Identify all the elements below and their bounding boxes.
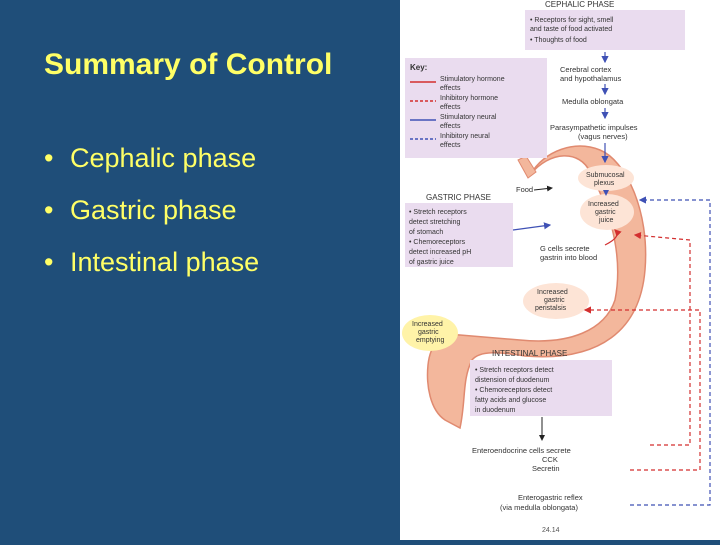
food-label: Food — [516, 185, 533, 194]
submucosal-label: plexus — [594, 180, 615, 187]
phase-item-text: • Chemoreceptors — [409, 239, 466, 246]
emptying-label: emptying — [416, 337, 445, 344]
phase-item-text: • Chemoreceptors detect — [475, 387, 552, 394]
key-panel — [405, 58, 547, 158]
cephalic-line: and taste of food activated — [530, 26, 612, 33]
peristalsis-bubble — [523, 283, 589, 319]
cortex-label: Cerebral cortex — [560, 65, 612, 74]
enteroendocrine-label: Secretin — [532, 464, 560, 473]
arrow-food — [533, 185, 553, 192]
bullet-item: • Cephalic phase — [44, 132, 259, 184]
peristalsis-label: Increased — [537, 289, 568, 296]
key-item: Inhibitory hormone effects — [410, 95, 498, 111]
key-item: Inhibitory neural effects — [410, 133, 490, 149]
slide-left-panel: Summary of Control • Cephalic phase • Gast… — [44, 48, 333, 288]
bullet-list: • Cephalic phase • Gastric phase • Intestin… — [44, 132, 259, 288]
key-item: Stimulatory hormone effects — [410, 76, 505, 92]
key-label: Inhibitory neural — [440, 133, 490, 140]
key-label: effects — [440, 85, 461, 92]
arrow-gastrin-juice — [604, 229, 622, 246]
bullet-text: Gastric phase — [70, 195, 237, 225]
gastric-header: GASTRIC PHASE — [426, 193, 491, 202]
cephalic-line: • Receptors for sight, smell — [530, 17, 614, 24]
key-label: effects — [440, 123, 461, 130]
key-title: Key: — [410, 63, 427, 72]
phase-item-text: of gastric juice — [409, 259, 454, 266]
emptying-label: Increased — [412, 321, 443, 328]
key-label: Stimulatory neural — [440, 114, 497, 121]
gastric-list: • Stretch receptors detect stretching of… — [409, 209, 471, 266]
reflex-label: Enterogastric reflex — [518, 493, 583, 502]
figure-number: 24.14 — [542, 527, 560, 534]
bullet-item: • Intestinal phase — [44, 236, 259, 288]
key-label: Inhibitory hormone — [440, 95, 498, 102]
key-item: Stimulatory neural effects — [410, 114, 497, 130]
key-label: Stimulatory hormone — [440, 76, 505, 83]
cephalic-box — [525, 10, 685, 50]
secretion-label: gastrin into blood — [540, 253, 597, 262]
submucosal-label: Submucosal — [586, 172, 625, 179]
figure-svg: CEPHALIC PHASE • Receptors for sight, sm… — [402, 0, 711, 534]
enteroendocrine-label: Enteroendocrine cells secrete — [472, 446, 571, 455]
phase-item-text: fatty acids and glucose — [475, 397, 546, 404]
secretion-label: G cells secrete — [540, 244, 590, 253]
peristalsis-label: gastric — [544, 297, 565, 304]
gastric-box — [405, 203, 513, 267]
increased-juice-label: juice — [598, 217, 614, 224]
esophagus-shape — [517, 155, 537, 179]
increased-juice-bubble — [580, 194, 634, 230]
phase-item-text: distension of duodenum — [475, 377, 549, 384]
neural-feedback-line — [630, 196, 711, 506]
increased-juice-label: Increased — [588, 201, 619, 208]
peristalsis-label: peristalsis — [535, 305, 567, 312]
intestinal-box — [470, 360, 612, 416]
increased-juice-label: gastric — [595, 209, 616, 216]
cephalic-header: CEPHALIC PHASE — [545, 0, 614, 9]
inhibitory-feedback-line — [583, 306, 701, 471]
bullet-text: Intestinal phase — [70, 247, 260, 277]
slide-title: Summary of Control — [44, 48, 333, 81]
bullet-dot-icon: • — [44, 143, 54, 173]
bullet-item: • Gastric phase — [44, 184, 259, 236]
enteroendocrine-label: CCK — [542, 455, 558, 464]
key-label: effects — [440, 104, 461, 111]
phase-item-text: detect stretching — [409, 219, 460, 226]
phase-item-text: • Stretch receptors — [409, 209, 467, 216]
medulla-label: Medulla oblongata — [562, 97, 624, 106]
phase-item-text: detect increased pH — [409, 249, 471, 256]
cortex-label: and hypothalamus — [560, 74, 622, 83]
intestinal-list: • Stretch receptors detect distension of… — [475, 367, 554, 414]
key-label: effects — [440, 142, 461, 149]
parasym-label: (vagus nerves) — [578, 132, 628, 141]
phase-item-text: • Stretch receptors detect — [475, 367, 554, 374]
submucosal-plexus — [578, 165, 634, 191]
bullet-dot-icon: • — [44, 195, 54, 225]
phase-item-text: in duodenum — [475, 407, 516, 414]
arrow-gastric-receptors — [512, 222, 552, 231]
reflex-label: (via medulla oblongata) — [500, 503, 578, 512]
inhibitory-feedback-line — [633, 231, 691, 446]
phase-item-text: of stomach — [409, 229, 443, 236]
intestinal-header: INTESTINAL PHASE — [492, 349, 567, 358]
parasym-label: Parasympathetic impulses — [550, 123, 638, 132]
emptying-label: gastric — [418, 329, 439, 336]
digestion-control-figure: CEPHALIC PHASE • Receptors for sight, sm… — [400, 0, 720, 540]
cephalic-line: • Thoughts of food — [530, 37, 587, 44]
bullet-text: Cephalic phase — [70, 143, 257, 173]
emptying-bubble — [402, 315, 458, 351]
bullet-dot-icon: • — [44, 247, 54, 277]
